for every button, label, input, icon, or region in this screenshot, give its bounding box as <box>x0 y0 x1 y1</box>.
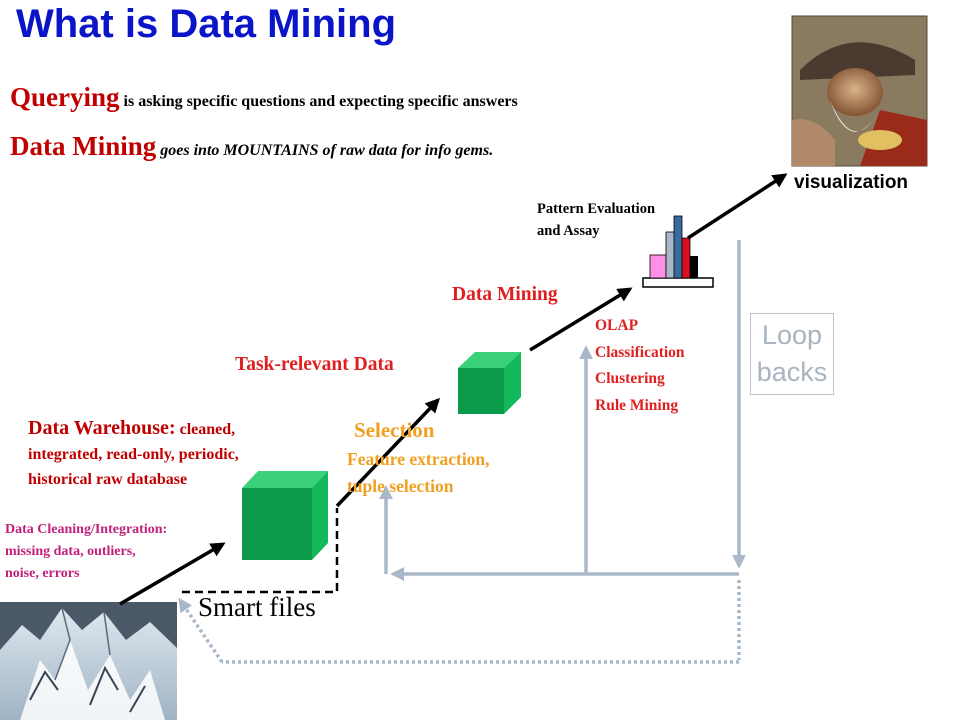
loop-backs-line-2: backs <box>756 357 828 387</box>
arrow-selection <box>335 397 441 508</box>
pattern-eval-line-2: and Assay <box>537 223 600 239</box>
selection-label: Selection <box>354 418 435 442</box>
loop-backs-box: Loop backs <box>750 313 834 395</box>
mining-desc: goes into MOUNTAINS of raw data for info… <box>160 142 494 159</box>
bar-chart-icon <box>642 215 714 288</box>
arrow-visualization <box>687 173 788 240</box>
warehouse-desc-1: cleaned, <box>179 421 236 438</box>
task-relevant-label: Task-relevant Data <box>235 354 394 375</box>
method-classification: Classification <box>595 343 685 361</box>
method-clustering: Clustering <box>595 370 665 387</box>
prospector-photo <box>791 15 928 167</box>
cleaning-line-3: noise, errors <box>5 566 80 581</box>
querying-term: Querying <box>10 82 120 112</box>
warehouse-desc-3: historical raw database <box>28 471 188 488</box>
smart-files-bracket <box>182 508 339 594</box>
method-rule-mining: Rule Mining <box>595 396 679 414</box>
arrow-mining <box>529 287 633 352</box>
mountain-photo <box>0 602 177 720</box>
pattern-evaluation-label: Pattern Evaluation and Assay <box>537 198 655 242</box>
page-title: What is Data Mining <box>16 2 396 46</box>
data-mining-label: Data Mining <box>452 284 558 305</box>
mining-methods-list: OLAP Classification Clustering Rule Mini… <box>595 313 685 419</box>
warehouse-desc-2: integrated, read-only, periodic, <box>28 446 239 463</box>
selection-desc-line-2: tuple selection <box>347 476 454 496</box>
loop-back-lines <box>178 240 746 664</box>
visualization-label: visualization <box>794 172 909 193</box>
task-cube-icon <box>458 352 521 414</box>
selection-desc: Feature extraction, tuple selection <box>347 446 490 500</box>
arrow-cleaning <box>119 542 226 606</box>
querying-desc: is asking specific questions and expecti… <box>123 93 518 110</box>
querying-line: Querying is asking specific questions an… <box>10 82 518 113</box>
method-olap: OLAP <box>595 317 639 334</box>
mining-line: Data Mining goes into MOUNTAINS of raw d… <box>10 131 493 162</box>
selection-desc-line-1: Feature extraction, <box>347 449 490 469</box>
pattern-eval-line-1: Pattern Evaluation <box>537 201 656 217</box>
smart-files-label: Smart files <box>198 592 316 622</box>
cleaning-line-2: missing data, outliers, <box>5 544 136 559</box>
mining-term: Data Mining <box>10 131 157 161</box>
data-cube-icon <box>242 471 328 560</box>
data-cleaning-label: Data Cleaning/Integration: missing data,… <box>5 519 167 585</box>
warehouse-term: Data Warehouse: <box>28 417 176 439</box>
cleaning-line-1: Data Cleaning/Integration: <box>5 522 168 537</box>
loop-backs-line-1: Loop <box>761 320 823 350</box>
data-warehouse-label: Data Warehouse: cleaned, integrated, rea… <box>28 416 239 492</box>
